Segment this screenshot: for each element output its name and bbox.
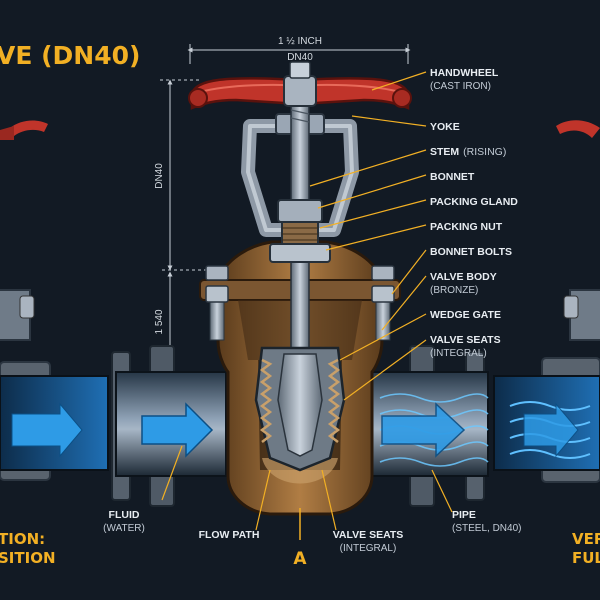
label-stem: STEM (RISING) [430, 146, 506, 158]
label-valve-seats-sub: (INTEGRAL) [430, 348, 487, 359]
edge-texts: TION: SITION VER FUL [0, 530, 600, 567]
label-bonnet: BONNET [430, 171, 475, 183]
label-stem-sub: (RISING) [463, 146, 506, 158]
label-bonnet-bolts: BONNET BOLTS [430, 246, 512, 258]
dim-top-inch: 1 ½ INCH [278, 36, 322, 47]
edge-right-1: VER [572, 530, 600, 548]
packing-assembly [269, 199, 331, 263]
label-packing-nut: PACKING NUT [430, 221, 503, 233]
right-partial-valve [493, 120, 600, 483]
label-handwheel-sub: (CAST IRON) [430, 81, 491, 92]
label-fluid: FLUID [109, 509, 140, 521]
right-labels: HANDWHEEL (CAST IRON) YOKE STEM(RISING) … [430, 67, 518, 359]
wedge-gate [254, 346, 346, 472]
label-valve-body: VALVE BODY [430, 271, 497, 283]
label-stem-main: STEM [430, 146, 459, 158]
label-packing-gland: PACKING GLAND [430, 196, 518, 208]
label-valve-body-sub: (BRONZE) [430, 285, 478, 296]
flow-arrows [141, 402, 466, 458]
label-fluid-sub: (WATER) [103, 523, 145, 534]
dim-left-lower: 1 540 [154, 309, 165, 334]
label-yoke: YOKE [430, 121, 460, 133]
edge-left-2: SITION [0, 549, 56, 567]
yoke [241, 113, 359, 237]
label-flow-path: FLOW PATH [199, 529, 260, 541]
bonnet-bolts [205, 265, 395, 341]
edge-left-1: TION: [0, 530, 45, 548]
label-valve-seats: VALVE SEATS [430, 334, 501, 346]
label-bottom-seats: VALVE SEATS [333, 529, 404, 541]
edge-right-2: FUL [572, 549, 600, 567]
handwheel [188, 61, 412, 110]
dim-top-dn: DN40 [287, 52, 313, 63]
leader-lines [161, 71, 453, 531]
label-handwheel: HANDWHEEL [430, 67, 499, 79]
label-wedge-gate: WEDGE GATE [430, 309, 501, 321]
label-bottom-seats-sub: (INTEGRAL) [340, 543, 397, 554]
label-pipe: PIPE [452, 509, 476, 521]
dim-left-dn: DN40 [154, 163, 165, 189]
left-partial-valve [0, 120, 109, 481]
diagram-title: VE (DN40) [0, 41, 140, 70]
bottom-labels: FLUID (WATER) FLOW PATH VALVE SEATS (INT… [103, 509, 521, 569]
label-pipe-sub: (STEEL, DN40) [452, 523, 521, 534]
center-mark: A [293, 549, 307, 569]
